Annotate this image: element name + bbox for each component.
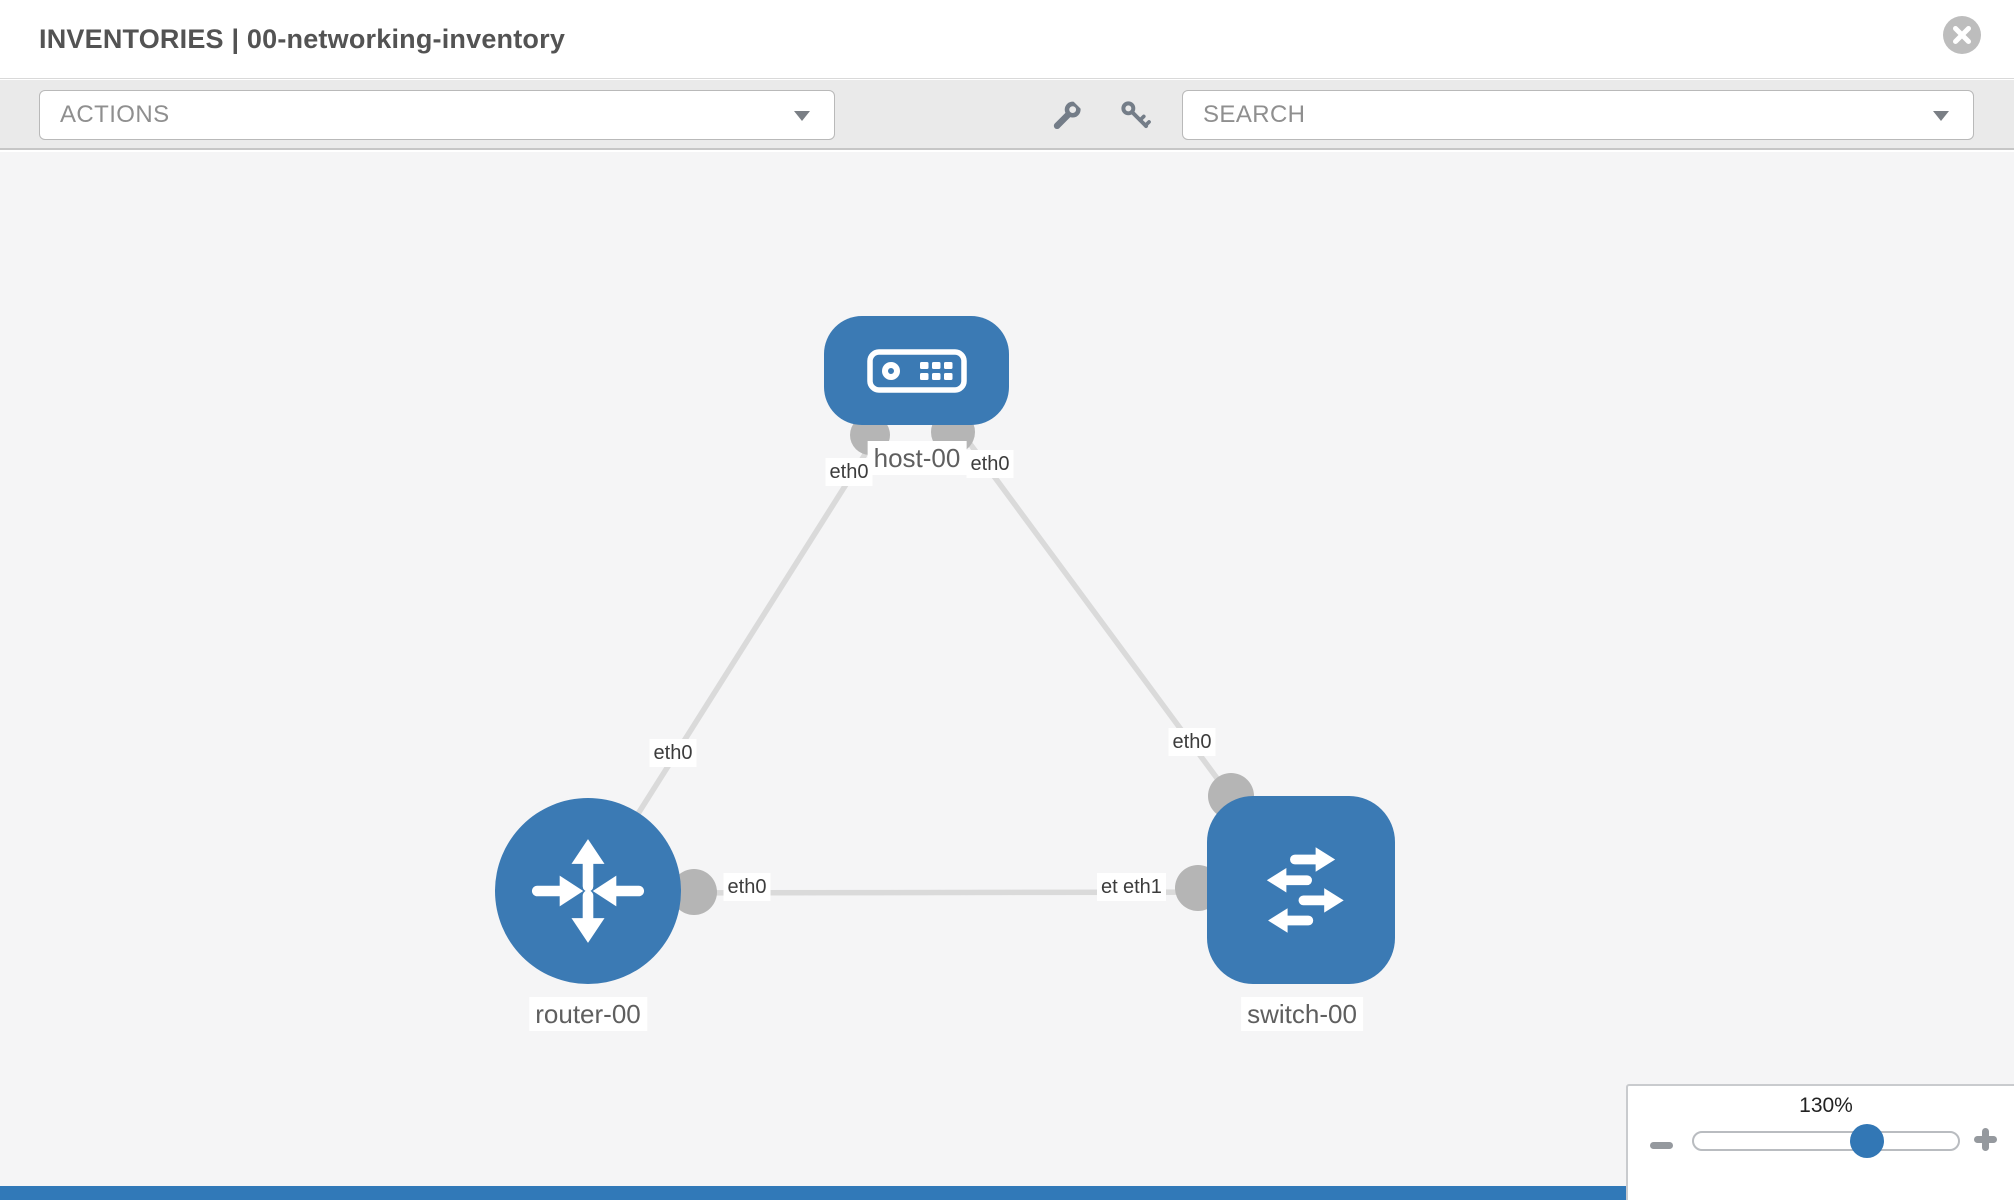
host-icon	[866, 348, 967, 393]
chevron-down-icon	[1933, 111, 1949, 121]
node-label-switch: switch-00	[1241, 997, 1363, 1031]
chevron-down-icon	[794, 111, 810, 121]
node-router-00[interactable]	[495, 798, 681, 984]
iface-label-router-eth0-up: eth0	[649, 739, 697, 767]
iface-label-router-eth0: eth0	[723, 873, 771, 901]
iface-label-eth1: eth1	[1119, 873, 1166, 901]
toolbar: ACTIONS SEARCH	[0, 80, 2014, 150]
credentials-button[interactable]	[1118, 98, 1152, 132]
bottom-accent-bar	[0, 1186, 1626, 1200]
iface-label-host-eth0-left: eth0	[825, 458, 873, 486]
actions-dropdown-label: ACTIONS	[60, 101, 170, 128]
plus-icon	[1974, 1127, 1997, 1151]
key-icon	[1121, 101, 1151, 129]
close-icon	[1943, 16, 1981, 54]
search-placeholder: SEARCH	[1203, 101, 1306, 128]
search-dropdown[interactable]: SEARCH	[1182, 90, 1974, 140]
topology-canvas[interactable]: host-00 router-00 switch-00 eth0 eth0 et…	[0, 152, 2014, 1200]
iface-label-switch-eth0-up: eth0	[1168, 728, 1216, 756]
zoom-slider-thumb[interactable]	[1850, 1124, 1884, 1158]
node-label-router: router-00	[529, 997, 647, 1031]
zoom-out-button[interactable]	[1650, 1132, 1676, 1158]
zoom-controls-row	[1628, 1124, 2014, 1166]
wrench-icon	[1053, 95, 1087, 130]
minus-icon	[1650, 1141, 1673, 1149]
router-icon	[531, 839, 645, 943]
switch-icon	[1266, 847, 1344, 933]
iface-label-switch-overlap: eth0 eth1	[1097, 873, 1169, 901]
iface-label-host-eth0-right: eth0	[966, 450, 1014, 478]
close-button[interactable]	[1942, 15, 1982, 55]
interface-dot	[671, 869, 717, 915]
zoom-panel: 130%	[1626, 1084, 2014, 1200]
header: INVENTORIES | 00-networking-inventory	[0, 0, 2014, 79]
node-label-host: host-00	[867, 441, 967, 475]
zoom-level: 130%	[1799, 1094, 1853, 1117]
node-switch-00[interactable]	[1207, 796, 1395, 984]
node-host-00[interactable]	[824, 316, 1009, 425]
zoom-in-button[interactable]	[1974, 1126, 2000, 1152]
run-command-button[interactable]	[1050, 95, 1087, 132]
zoom-slider[interactable]	[1692, 1124, 1960, 1158]
actions-dropdown[interactable]: ACTIONS	[39, 90, 835, 140]
page-title: INVENTORIES | 00-networking-inventory	[39, 24, 566, 54]
links-layer	[585, 370, 1304, 915]
